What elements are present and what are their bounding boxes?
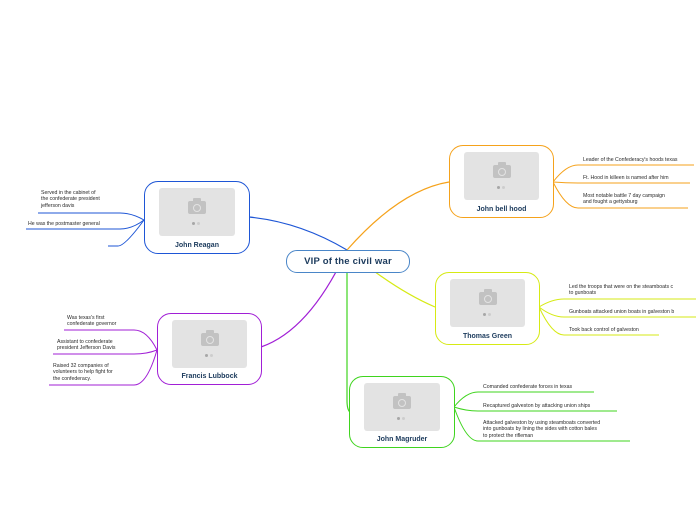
topic-card-reagan[interactable]: John Reagan [144, 181, 250, 254]
connector-hood [346, 181, 450, 251]
connector-hood-note-1 [552, 164, 694, 183]
camera-icon [200, 330, 219, 346]
connector-reagan-note-3 [108, 219, 145, 247]
camera-icon [492, 162, 511, 178]
note-green-1[interactable]: Led the troops that were on the steamboa… [569, 284, 674, 297]
photo-placeholder [364, 383, 440, 431]
topic-card-magruder[interactable]: John Magruder [349, 376, 455, 448]
photo-placeholder [464, 152, 539, 200]
note-reagan-2[interactable]: He was the postmaster general [28, 221, 100, 227]
camera-icon [393, 393, 411, 409]
photo-placeholder [159, 188, 235, 236]
connector-reagan [248, 216, 348, 251]
camera-icon [478, 289, 497, 305]
connector-lubbock-note-3 [49, 349, 158, 386]
connector-green-note-1 [538, 298, 696, 308]
note-magruder-3[interactable]: Attacked galveston by using steamboats c… [483, 420, 601, 439]
carousel-dots [396, 417, 408, 421]
note-hood-2[interactable]: Ft. Hood in killeen is named after him [583, 175, 669, 181]
note-green-3[interactable]: Took back control of galveston [569, 327, 639, 333]
photo-placeholder [172, 320, 247, 368]
connector-lubbock-note-2 [53, 349, 158, 355]
connector-magruder-note-2 [453, 406, 617, 412]
topic-name: Thomas Green [462, 333, 512, 340]
connector-green-note-2 [538, 306, 696, 318]
carousel-dots [191, 222, 203, 226]
topic-card-lubbock[interactable]: Francis Lubbock [157, 313, 262, 385]
connector-magruder-note-1 [453, 391, 594, 408]
topic-name: John bell hood [476, 206, 527, 213]
carousel-dots [204, 354, 216, 358]
note-magruder-1[interactable]: Comanded confederate forces in texas [483, 384, 573, 390]
central-topic[interactable]: VIP of the civil war [286, 250, 410, 273]
note-hood-1[interactable]: Leader of the Confederacy's hoods texas [583, 157, 678, 163]
connector-reagan-note-1 [38, 212, 145, 221]
topic-card-hood[interactable]: John bell hood [449, 145, 554, 218]
connector-hood-note-3 [552, 181, 688, 209]
connector-green-note-3 [538, 306, 659, 336]
carousel-dots [482, 313, 494, 317]
note-magruder-2[interactable]: Recaptured galveston by attacking union … [483, 403, 591, 409]
carousel-dots [496, 186, 508, 190]
topic-name: John Magruder [376, 436, 428, 443]
connector-hood-note-2 [552, 181, 690, 184]
connector-reagan-note-2 [26, 219, 145, 230]
topic-card-green[interactable]: Thomas Green [435, 272, 540, 345]
connector-magruder-note-3 [453, 406, 630, 442]
camera-icon [188, 198, 206, 214]
note-green-2[interactable]: Gunboats attacked union boats in galvest… [569, 309, 675, 315]
photo-placeholder [450, 279, 525, 327]
topic-name: John Reagan [175, 242, 219, 249]
connector-lubbock-note-1 [64, 329, 158, 351]
topic-name: Francis Lubbock [181, 373, 238, 380]
